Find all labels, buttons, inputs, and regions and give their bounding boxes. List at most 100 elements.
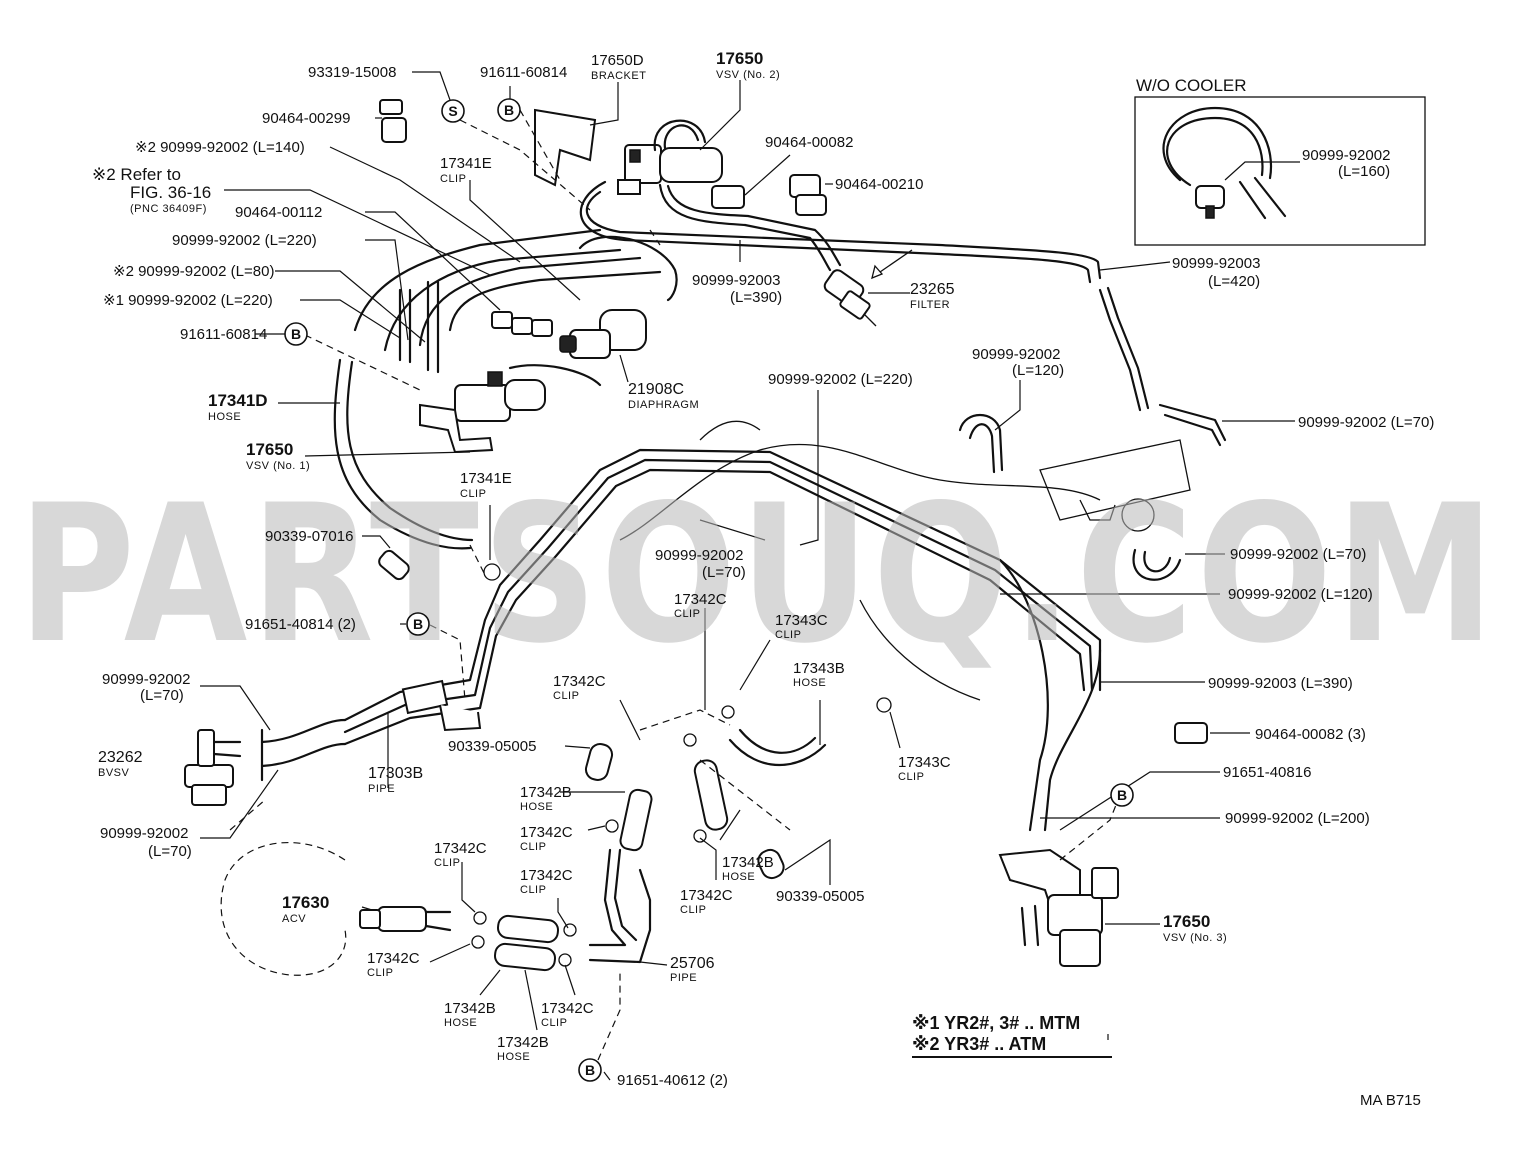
label-17650-vsv1-sub: VSV (No. 1) <box>246 460 310 472</box>
label-17303b: 17303B <box>368 765 423 782</box>
label-17343c-a-sub: CLIP <box>775 629 801 641</box>
label-90464-00082-3: 90464-00082 (3) <box>1255 726 1366 743</box>
label-fig-36-16: FIG. 36-16 <box>130 183 211 202</box>
svg-text:B: B <box>1117 787 1127 803</box>
label-17343b-sub: HOSE <box>793 677 826 689</box>
label-23265-sub: FILTER <box>910 299 950 311</box>
label-17342c-g-sub: CLIP <box>367 967 393 979</box>
label-pnc-36409f: (PNC 36409F) <box>130 203 207 215</box>
label-21908c-sub: DIAPHRAGM <box>628 399 699 411</box>
label-note1-l220: ※1 90999-92002 (L=220) <box>103 292 273 309</box>
label-note2-l80: ※2 90999-92002 (L=80) <box>113 263 274 280</box>
label-17650d: 17650D <box>591 52 644 69</box>
label-note2: ※2 YR3# .. ATM <box>912 1034 1046 1054</box>
label-90999-92002-l120a-sub: (L=120) <box>1012 362 1064 379</box>
label-90999-92003-l420: 90999-92003 <box>1172 255 1260 272</box>
label-17342c-h: 17342C <box>541 1000 594 1017</box>
label-17342c-h-sub: CLIP <box>541 1017 567 1029</box>
label-17342c-d-sub: CLIP <box>434 857 460 869</box>
label-17342c-g: 17342C <box>367 950 420 967</box>
label-17342b-b-sub: HOSE <box>722 871 755 883</box>
label-17342c-d: 17342C <box>434 840 487 857</box>
label-90339-07016: 90339-07016 <box>265 528 353 545</box>
label-note1: ※1 YR2#, 3# .. MTM <box>912 1013 1080 1033</box>
label-90999-92002-l220b: 90999-92002 (L=220) <box>768 371 913 388</box>
label-17650-vsv1: 17650 <box>246 440 293 459</box>
label-90999-92002-l70mid-sub: (L=70) <box>702 564 746 581</box>
label-17342c-b: 17342C <box>553 673 606 690</box>
label-17630-sub: ACV <box>282 913 306 925</box>
label-90999-92003-l390a: 90999-92003 <box>692 272 780 289</box>
label-17342c-e-sub: CLIP <box>520 884 546 896</box>
label-17342c-c-sub: CLIP <box>520 841 546 853</box>
label-17342c-b-sub: CLIP <box>553 690 579 702</box>
label-17341e-top: 17341E <box>440 155 492 172</box>
label-17342b-a: 17342B <box>520 784 572 801</box>
label-90999-92002-l200: 90999-92002 (L=200) <box>1225 810 1370 827</box>
label-90999-92002-l160-sub: (L=160) <box>1338 163 1390 180</box>
bubble-s: S <box>441 99 465 123</box>
svg-text:B: B <box>291 326 301 342</box>
label-17343b: 17343B <box>793 660 845 677</box>
label-17342b-b: 17342B <box>722 854 774 871</box>
label-17650-vsv2: 17650 <box>716 49 763 68</box>
label-17650-vsv3-sub: VSV (No. 3) <box>1163 932 1227 944</box>
label-90999-92002-l70c-sub: (L=70) <box>140 687 184 704</box>
label-17342b-a-sub: HOSE <box>520 801 553 813</box>
part-labels: 93319-15008 91611-60814 17650D BRACKET 1… <box>92 49 1434 1109</box>
label-91651-40814: 91651-40814 (2) <box>245 616 356 633</box>
label-17342c-e: 17342C <box>520 867 573 884</box>
label-90999-92002-l70d-sub: (L=70) <box>148 843 192 860</box>
watermark: PARTSOUQ.COM <box>18 464 1498 685</box>
label-91611-60814-left: 91611-60814 <box>180 326 267 343</box>
line-art <box>184 71 1426 1081</box>
label-91651-40816: 91651-40816 <box>1223 764 1311 781</box>
label-90999-92002-l120b: 90999-92002 (L=120) <box>1228 586 1373 603</box>
label-90999-92002-l70a: 90999-92002 (L=70) <box>1298 414 1434 431</box>
label-17342c-f: 17342C <box>680 887 733 904</box>
label-17342b-c: 17342B <box>444 1000 496 1017</box>
svg-text:B: B <box>585 1062 595 1078</box>
label-17341d-sub: HOSE <box>208 411 241 423</box>
label-17650-vsv2-sub: VSV (No. 2) <box>716 69 780 81</box>
label-ref-code: MA B715 <box>1360 1092 1421 1109</box>
label-17343c-b: 17343C <box>898 754 951 771</box>
label-17343c-b-sub: CLIP <box>898 771 924 783</box>
bubble-b-bottom: B <box>578 1058 602 1082</box>
label-17342c-a: 17342C <box>674 591 727 608</box>
svg-text:B: B <box>413 616 423 632</box>
bubble-b-left: B <box>284 322 308 346</box>
bubble-b-right: B <box>1110 783 1134 807</box>
label-17342c-a-sub: CLIP <box>674 608 700 620</box>
leader-lines <box>200 71 1300 1081</box>
wo-cooler-box <box>1134 96 1426 246</box>
label-23262: 23262 <box>98 749 143 766</box>
label-17341d: 17341D <box>208 391 268 410</box>
label-17341e-mid-sub: CLIP <box>460 488 486 500</box>
label-17342c-f-sub: CLIP <box>680 904 706 916</box>
label-91611-60814-top: 91611-60814 <box>480 64 567 81</box>
label-90339-05005-b: 90339-05005 <box>776 888 864 905</box>
label-90999-92003-l390a-sub: (L=390) <box>730 289 782 306</box>
label-17342b-d-sub: HOSE <box>497 1051 530 1063</box>
label-23262-sub: BVSV <box>98 767 130 779</box>
label-90999-92002-l160: 90999-92002 <box>1302 147 1390 164</box>
label-17650-vsv3: 17650 <box>1163 912 1210 931</box>
label-refer-to: ※2 Refer to <box>92 165 181 184</box>
label-90464-00112: 90464-00112 <box>235 204 322 221</box>
label-17303b-sub: PIPE <box>368 783 395 795</box>
label-90464-00082: 90464-00082 <box>765 134 853 151</box>
label-17343c-a: 17343C <box>775 612 828 629</box>
bubble-b-mid: B <box>406 612 430 636</box>
label-90999-92002-l70b: 90999-92002 (L=70) <box>1230 546 1366 563</box>
label-17630: 17630 <box>282 893 329 912</box>
label-90999-92002-l70d: 90999-92002 <box>100 825 188 842</box>
label-17341e-mid: 17341E <box>460 470 512 487</box>
label-17342b-c-sub: HOSE <box>444 1017 477 1029</box>
label-90999-92002-l220a: 90999-92002 (L=220) <box>172 232 317 249</box>
label-90464-00299: 90464-00299 <box>262 110 350 127</box>
label-25706: 25706 <box>670 955 715 972</box>
label-90464-00210: 90464-00210 <box>835 176 923 193</box>
label-90339-05005-a: 90339-05005 <box>448 738 536 755</box>
